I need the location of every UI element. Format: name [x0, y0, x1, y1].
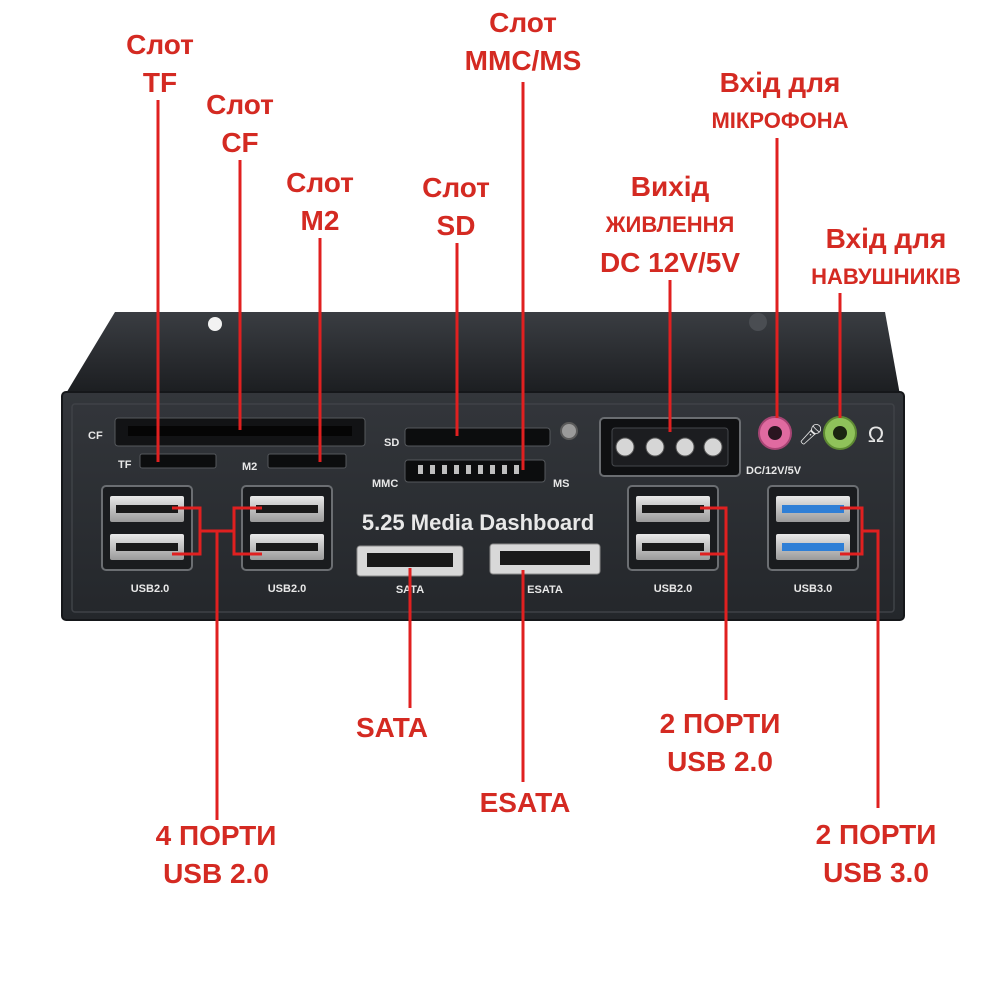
callout-tf-line2: TF [142, 67, 178, 98]
callout-power-line1: Вихід [630, 171, 710, 202]
screw-hole [208, 317, 222, 331]
sata-port [356, 545, 464, 577]
label-cf: CF [88, 430, 103, 442]
dc-pins [615, 437, 723, 457]
callout-mic-line2: МІКРОФОНА [711, 108, 849, 133]
usb2-left-1 [101, 485, 193, 571]
callout-mic-line1: Вхід для [719, 67, 841, 98]
usb3-right [767, 485, 859, 571]
callout-usb2-right-line1: 2 ПОРТИ [659, 708, 781, 739]
callout-sd-line2: SD [436, 210, 476, 241]
label-usb-left-2: USB2.0 [268, 583, 307, 595]
callout-tf-line1: Слот [126, 29, 194, 60]
front-panel-bevel [71, 403, 895, 613]
callout-cf: Слот CF [192, 86, 288, 162]
callout-m2-line2: M2 [300, 205, 340, 236]
label-tf: TF [118, 459, 132, 471]
callout-usb2-right: 2 ПОРТИ USB 2.0 [640, 705, 800, 781]
callout-usb2-left-line2: USB 2.0 [163, 858, 269, 889]
callout-sd: Слот SD [408, 169, 504, 245]
esata-port [489, 543, 601, 575]
callout-mmc: Слот MMC/MS [443, 4, 603, 80]
label-m2: M2 [242, 461, 257, 473]
callout-mic: Вхід для МІКРОФОНА [685, 64, 875, 140]
callout-usb3-line2: USB 3.0 [823, 857, 929, 888]
activity-led [560, 422, 578, 440]
callout-usb2-left: 4 ПОРТИ USB 2.0 [134, 817, 298, 893]
callout-sata: SATA [342, 709, 442, 747]
callout-tf: Слот TF [112, 26, 208, 102]
label-ms: MS [553, 478, 570, 490]
m2-slot [267, 453, 347, 469]
callout-power-line3: DC 12V/5V [599, 247, 741, 278]
usb2-right [627, 485, 719, 571]
callout-usb2-left-line1: 4 ПОРТИ [155, 820, 277, 851]
label-usb-right-2: USB3.0 [794, 583, 833, 595]
mic-icon: 🎤︎ [798, 424, 823, 446]
callout-m2: Слот M2 [272, 164, 368, 240]
usb2-left-2 [241, 485, 333, 571]
leader-lines [156, 82, 880, 820]
headphone-icon: Ω [868, 422, 884, 447]
chassis-top [65, 312, 900, 395]
label-usb-left-1: USB2.0 [131, 583, 170, 595]
callout-m2-line1: Слот [286, 167, 354, 198]
callout-mmc-line2: MMC/MS [464, 45, 582, 76]
sd-slot [404, 427, 551, 447]
callout-phones: Вхід для НАВУШНИКІВ [788, 220, 984, 296]
callout-usb3-line1: 2 ПОРТИ [815, 819, 937, 850]
callout-sd-line1: Слот [422, 172, 490, 203]
label-dc: DC/12V/5V [746, 465, 802, 477]
screw-hole-right [749, 313, 767, 331]
cf-slot-inner [128, 426, 352, 436]
callout-usb3: 2 ПОРТИ USB 3.0 [794, 816, 958, 892]
callout-phones-line2: НАВУШНИКІВ [811, 264, 961, 289]
callout-cf-line1: Слот [206, 89, 274, 120]
callout-usb2-right-line2: USB 2.0 [667, 746, 773, 777]
callout-power-line2: ЖИВЛЕННЯ [605, 212, 735, 237]
callout-cf-line2: CF [221, 127, 259, 158]
label-usb-right-1: USB2.0 [654, 583, 693, 595]
label-sd: SD [384, 437, 399, 449]
callout-esata: ESATA [465, 784, 585, 822]
callout-esata-line1: ESATA [479, 787, 571, 818]
mmc-pins [418, 465, 519, 474]
label-mmc: MMC [372, 478, 398, 490]
device-title: 5.25 Media Dashboard [362, 510, 594, 535]
callout-mmc-line1: Слот [489, 7, 557, 38]
callout-sata-line1: SATA [355, 712, 429, 743]
callout-power: Вихід ЖИВЛЕННЯ DC 12V/5V [580, 168, 760, 282]
label-esata: ESATA [527, 584, 563, 596]
tf-slot [139, 453, 217, 469]
callout-phones-line1: Вхід для [825, 223, 947, 254]
mmc-ms-slot [404, 459, 546, 483]
